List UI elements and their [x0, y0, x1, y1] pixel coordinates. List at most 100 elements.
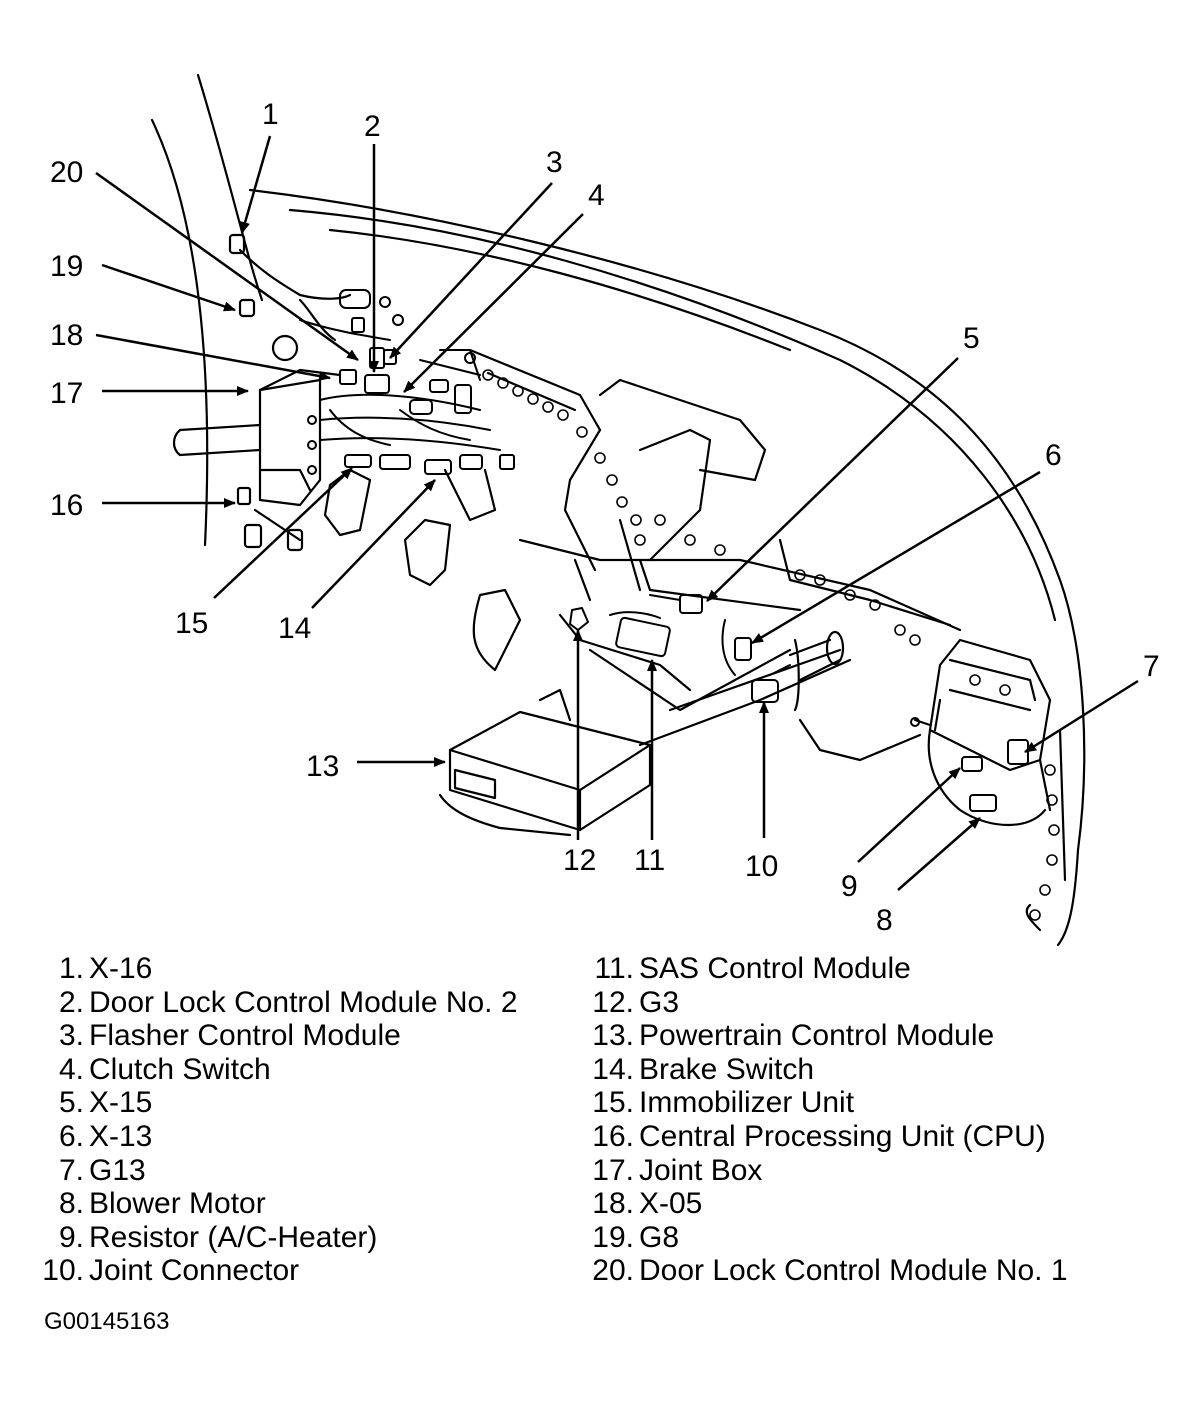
callout-number-1: 1	[262, 98, 279, 131]
legend-number: 16.	[592, 1119, 634, 1153]
callout-arrow-3	[389, 182, 553, 359]
legend-label: Clutch Switch	[89, 1052, 271, 1086]
callout-arrows	[95, 135, 1139, 891]
legend-item-14: 14.Brake Switch	[570, 1053, 1068, 1087]
legend-number: 19.	[592, 1220, 634, 1254]
dashboard-drawing	[150, 73, 1086, 947]
legend-number: 13.	[592, 1019, 634, 1053]
legend-item-20: 20.Door Lock Control Module No. 1	[570, 1254, 1068, 1288]
legend-item-18: 18.X-05	[570, 1187, 1068, 1221]
callout-numbers: 1 2 3 4 5 6 7 8 9 10 11 12 13 14 15 16 1…	[50, 98, 1160, 937]
legend-item-3: 3.Flasher Control Module	[20, 1019, 518, 1053]
callout-number-2: 2	[364, 110, 381, 143]
callout-number-9: 9	[841, 870, 858, 903]
callout-number-19: 19	[50, 250, 83, 283]
callout-arrow-19	[101, 263, 236, 312]
callout-number-6: 6	[1045, 439, 1062, 472]
callout-number-5: 5	[963, 322, 980, 355]
callout-arrow-9	[857, 767, 961, 863]
legend-item-5: 5.X-15	[20, 1086, 518, 1120]
callout-arrow-5	[706, 357, 959, 602]
legend-item-1: 1.X-16	[20, 952, 518, 986]
callout-number-12: 12	[563, 844, 596, 877]
legend-right-column: 11.SAS Control Module 12.G3 13.Powertrai…	[570, 952, 1068, 1288]
legend-item-12: 12.G3	[570, 986, 1068, 1020]
callout-number-8: 8	[876, 904, 893, 937]
callout-arrow-1	[240, 135, 272, 234]
legend-item-13: 13.Powertrain Control Module	[570, 1019, 1068, 1053]
callout-number-20: 20	[50, 156, 83, 189]
legend-number: 11.	[594, 952, 635, 985]
legend-item-4: 4.Clutch Switch	[20, 1053, 518, 1087]
legend-item-9: 9.Resistor (A/C-Heater)	[20, 1221, 518, 1255]
callout-number-18: 18	[50, 319, 83, 352]
legend-label: G8	[639, 1220, 680, 1254]
legend-label: X-16	[89, 952, 153, 985]
legend-item-19: 19.G8	[570, 1221, 1068, 1255]
figure-id: G00145163	[44, 1308, 170, 1335]
legend-item-8: 8.Blower Motor	[20, 1187, 518, 1221]
callout-arrow-15	[213, 467, 353, 599]
legend-label: Joint Connector	[89, 1254, 300, 1288]
legend-number: 14.	[592, 1052, 634, 1086]
legend-left-column: 1.X-16 2.Door Lock Control Module No. 2 …	[20, 952, 518, 1288]
legend-number: 12.	[592, 985, 634, 1019]
legend-item-6: 6.X-13	[20, 1120, 518, 1154]
legend-label: Powertrain Control Module	[639, 1019, 995, 1053]
legend-item-17: 17.Joint Box	[570, 1154, 1068, 1188]
callout-number-11: 11	[634, 844, 665, 877]
callout-arrow-20	[95, 171, 359, 362]
legend-label: X-05	[639, 1187, 703, 1221]
legend-item-7: 7.G13	[20, 1154, 518, 1188]
callout-arrow-8	[897, 817, 981, 891]
legend-number: 17.	[592, 1153, 634, 1187]
legend-label: Flasher Control Module	[89, 1019, 401, 1053]
callout-number-16: 16	[50, 489, 83, 522]
legend-number: 6.	[58, 1119, 84, 1153]
callout-number-10: 10	[745, 850, 778, 883]
legend-item-10: 10.Joint Connector	[20, 1254, 518, 1288]
callout-arrow-14	[311, 479, 436, 609]
legend-number: 20.	[592, 1254, 634, 1288]
legend-item-15: 15.Immobilizer Unit	[570, 1086, 1068, 1120]
legend-label: Brake Switch	[639, 1052, 815, 1086]
legend-label: G13	[89, 1153, 146, 1187]
legend-number: 5.	[58, 1086, 84, 1120]
legend-label: Joint Box	[639, 1153, 763, 1187]
legend-label: X-13	[89, 1119, 153, 1153]
legend-item-16: 16.Central Processing Unit (CPU)	[570, 1120, 1068, 1154]
legend-label: Door Lock Control Module No. 1	[639, 1254, 1068, 1288]
callout-number-15: 15	[175, 607, 208, 640]
legend-item-2: 2.Door Lock Control Module No. 2	[20, 986, 518, 1020]
legend-number: 7.	[58, 1153, 84, 1187]
legend-label: Immobilizer Unit	[639, 1086, 855, 1120]
callout-arrow-6	[751, 470, 1041, 645]
legend-label: Blower Motor	[89, 1187, 266, 1221]
legend-number: 3.	[58, 1019, 84, 1053]
callout-number-4: 4	[588, 179, 605, 212]
legend-number: 1.	[58, 952, 84, 985]
legend-number: 9.	[58, 1220, 84, 1254]
legend-item-11: 11.SAS Control Module	[570, 952, 1068, 986]
legend-number: 18.	[592, 1187, 634, 1221]
legend-number: 15.	[592, 1086, 634, 1120]
legend-label: G3	[639, 985, 680, 1019]
legend-number: 8.	[58, 1187, 84, 1221]
legend-number: 2.	[58, 985, 84, 1019]
callout-arrow-18	[95, 333, 331, 381]
callout-number-17: 17	[50, 377, 83, 410]
callout-number-13: 13	[306, 750, 339, 783]
callout-number-14: 14	[278, 612, 311, 645]
legend-number: 4.	[58, 1052, 84, 1086]
callout-number-7: 7	[1143, 650, 1160, 683]
legend-label: SAS Control Module	[639, 952, 911, 985]
legend-label: Resistor (A/C-Heater)	[89, 1220, 378, 1254]
legend-label: Central Processing Unit (CPU)	[639, 1119, 1046, 1153]
callout-arrow-4	[403, 213, 584, 393]
legend-label: Door Lock Control Module No. 2	[89, 985, 518, 1019]
component-locator-diagram: 1 2 3 4 5 6 7 8 9 10 11 12 13 14 15 16 1…	[50, 73, 1160, 947]
legend-label: X-15	[89, 1086, 153, 1120]
callout-number-3: 3	[546, 146, 563, 179]
legend-number: 10.	[42, 1254, 84, 1288]
callout-arrow-7	[1024, 679, 1139, 754]
